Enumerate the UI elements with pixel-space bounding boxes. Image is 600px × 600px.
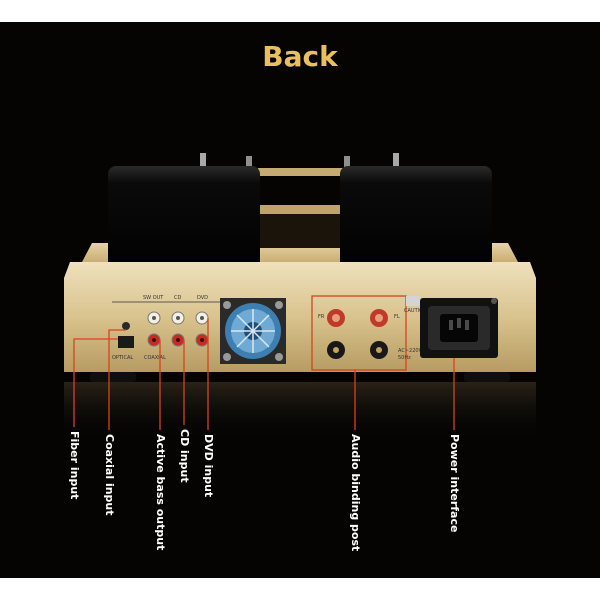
cooling-fan (220, 298, 286, 364)
callout-coaxial-input: Coaxial input (103, 434, 116, 516)
callout-line-fiber (73, 338, 118, 427)
callout-line-coaxial (108, 329, 126, 430)
callout-cd-input: CD input (178, 429, 191, 483)
right-transformer (340, 166, 492, 280)
fl-label: FL (394, 314, 400, 320)
callout-audio-binding-post: Audio binding post (349, 434, 362, 552)
frequency-label: 50Hz (398, 355, 411, 361)
callout-lines (73, 318, 455, 430)
optical-label: OPTICAL (112, 355, 133, 361)
center-rail (258, 168, 344, 248)
callout-fiber-input: Fiber input (68, 431, 81, 500)
coaxial-port (122, 322, 130, 330)
dvd-label: DVD (197, 295, 208, 301)
fr-label: FR (318, 314, 325, 320)
callout-power-interface: Power interface (448, 434, 461, 533)
table-reflection (64, 382, 536, 442)
caution-label: CAUTION (404, 308, 427, 314)
rca-section: SW OUT CD DVD OPTICAL COAXIAL (112, 295, 225, 361)
power-inlet (420, 298, 498, 358)
page-title: Back (262, 40, 338, 73)
left-transformer (108, 166, 260, 280)
coaxial-label: COAXIAL (144, 355, 166, 361)
speaker-terminals: CAUTION FR FL AC~220V 50Hz (311, 295, 427, 371)
right-foot (464, 372, 510, 382)
callout-dvd-input: DVD input (202, 434, 215, 498)
callout-active-bass-output: Active bass output (154, 434, 167, 551)
tube-posts (200, 153, 399, 167)
sw-out-label: SW OUT (143, 295, 164, 301)
triangle-mark (491, 298, 497, 304)
optical-port (118, 336, 134, 348)
left-foot (90, 372, 136, 382)
cd-label: CD (174, 295, 181, 301)
voltage-label: AC~220V (398, 348, 423, 354)
